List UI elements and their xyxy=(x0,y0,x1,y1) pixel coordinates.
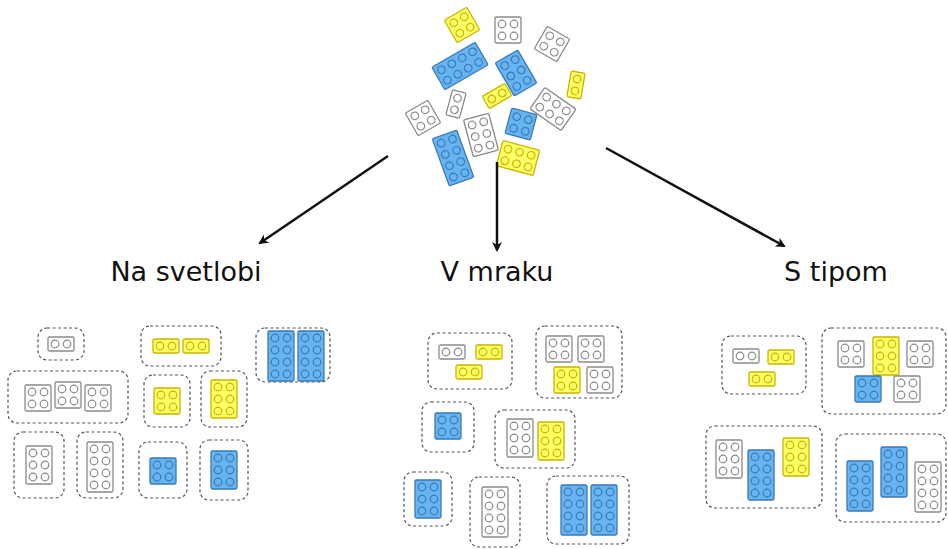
brick xyxy=(534,26,570,62)
brick xyxy=(530,87,576,130)
brick xyxy=(456,365,482,379)
branch-label: S tipom xyxy=(784,258,888,285)
brick xyxy=(578,336,604,362)
brick xyxy=(915,462,941,512)
brick xyxy=(505,108,537,140)
brick-group xyxy=(77,432,123,498)
brick xyxy=(25,385,51,411)
brick xyxy=(495,17,521,43)
brick xyxy=(748,450,774,500)
brick-group xyxy=(422,402,474,452)
brick-group xyxy=(38,328,84,360)
brick-group xyxy=(404,472,452,526)
brick xyxy=(496,141,539,176)
brick xyxy=(48,337,74,351)
brick xyxy=(881,447,907,497)
brick xyxy=(716,440,742,478)
brick xyxy=(415,480,441,518)
brick-group xyxy=(822,328,946,414)
brick-group xyxy=(722,336,806,394)
brick xyxy=(894,376,920,402)
brick xyxy=(405,100,441,136)
brick-group xyxy=(256,328,330,382)
arrow xyxy=(260,156,388,243)
brick-group xyxy=(139,442,187,498)
brick xyxy=(87,442,113,492)
brick xyxy=(567,71,585,99)
brick xyxy=(482,83,512,108)
brick xyxy=(733,349,759,363)
brick xyxy=(591,485,617,535)
brick-group xyxy=(495,410,575,468)
brick xyxy=(507,419,533,457)
brick xyxy=(150,458,176,484)
brick xyxy=(444,7,480,43)
brick xyxy=(211,380,237,418)
brick-groups xyxy=(8,326,946,547)
brick xyxy=(554,367,580,393)
brick xyxy=(26,446,52,484)
brick xyxy=(838,341,864,367)
brick xyxy=(268,331,294,381)
brick xyxy=(538,422,564,460)
arrow xyxy=(606,148,784,246)
brick xyxy=(298,331,324,381)
brick-group xyxy=(836,434,946,522)
brick-group xyxy=(144,375,190,427)
brick xyxy=(435,413,461,439)
brick-group xyxy=(8,371,128,423)
brick xyxy=(183,339,209,353)
brick-group xyxy=(547,476,629,544)
branch-label: Na svetlobi xyxy=(110,258,261,285)
brick-group xyxy=(141,326,221,366)
brick xyxy=(154,388,180,414)
brick-group xyxy=(428,333,512,389)
brick xyxy=(464,113,499,156)
brick xyxy=(85,385,111,411)
brick xyxy=(482,487,508,537)
brick xyxy=(587,367,613,393)
brick xyxy=(768,350,794,364)
brick xyxy=(873,337,899,375)
brick-group xyxy=(201,371,247,427)
arrow xyxy=(496,162,499,250)
brick xyxy=(432,42,488,90)
brick xyxy=(847,461,873,511)
brick xyxy=(432,130,474,186)
brick xyxy=(783,438,809,476)
brick-group xyxy=(706,426,822,508)
arrows xyxy=(260,148,784,250)
brick xyxy=(153,339,179,353)
brick xyxy=(55,382,81,408)
brick xyxy=(907,341,933,367)
brick xyxy=(561,485,587,535)
branch-label: V mraku xyxy=(441,258,554,285)
brick xyxy=(855,376,881,402)
brick-group xyxy=(200,440,248,500)
brick-group xyxy=(470,477,520,547)
brick xyxy=(476,345,502,359)
brick-group xyxy=(536,326,622,398)
brick-group xyxy=(14,432,64,498)
brick xyxy=(546,336,572,362)
bricks xyxy=(25,7,941,537)
brick xyxy=(446,90,466,119)
brick xyxy=(211,451,237,489)
brick xyxy=(749,372,775,386)
brick xyxy=(439,345,465,359)
